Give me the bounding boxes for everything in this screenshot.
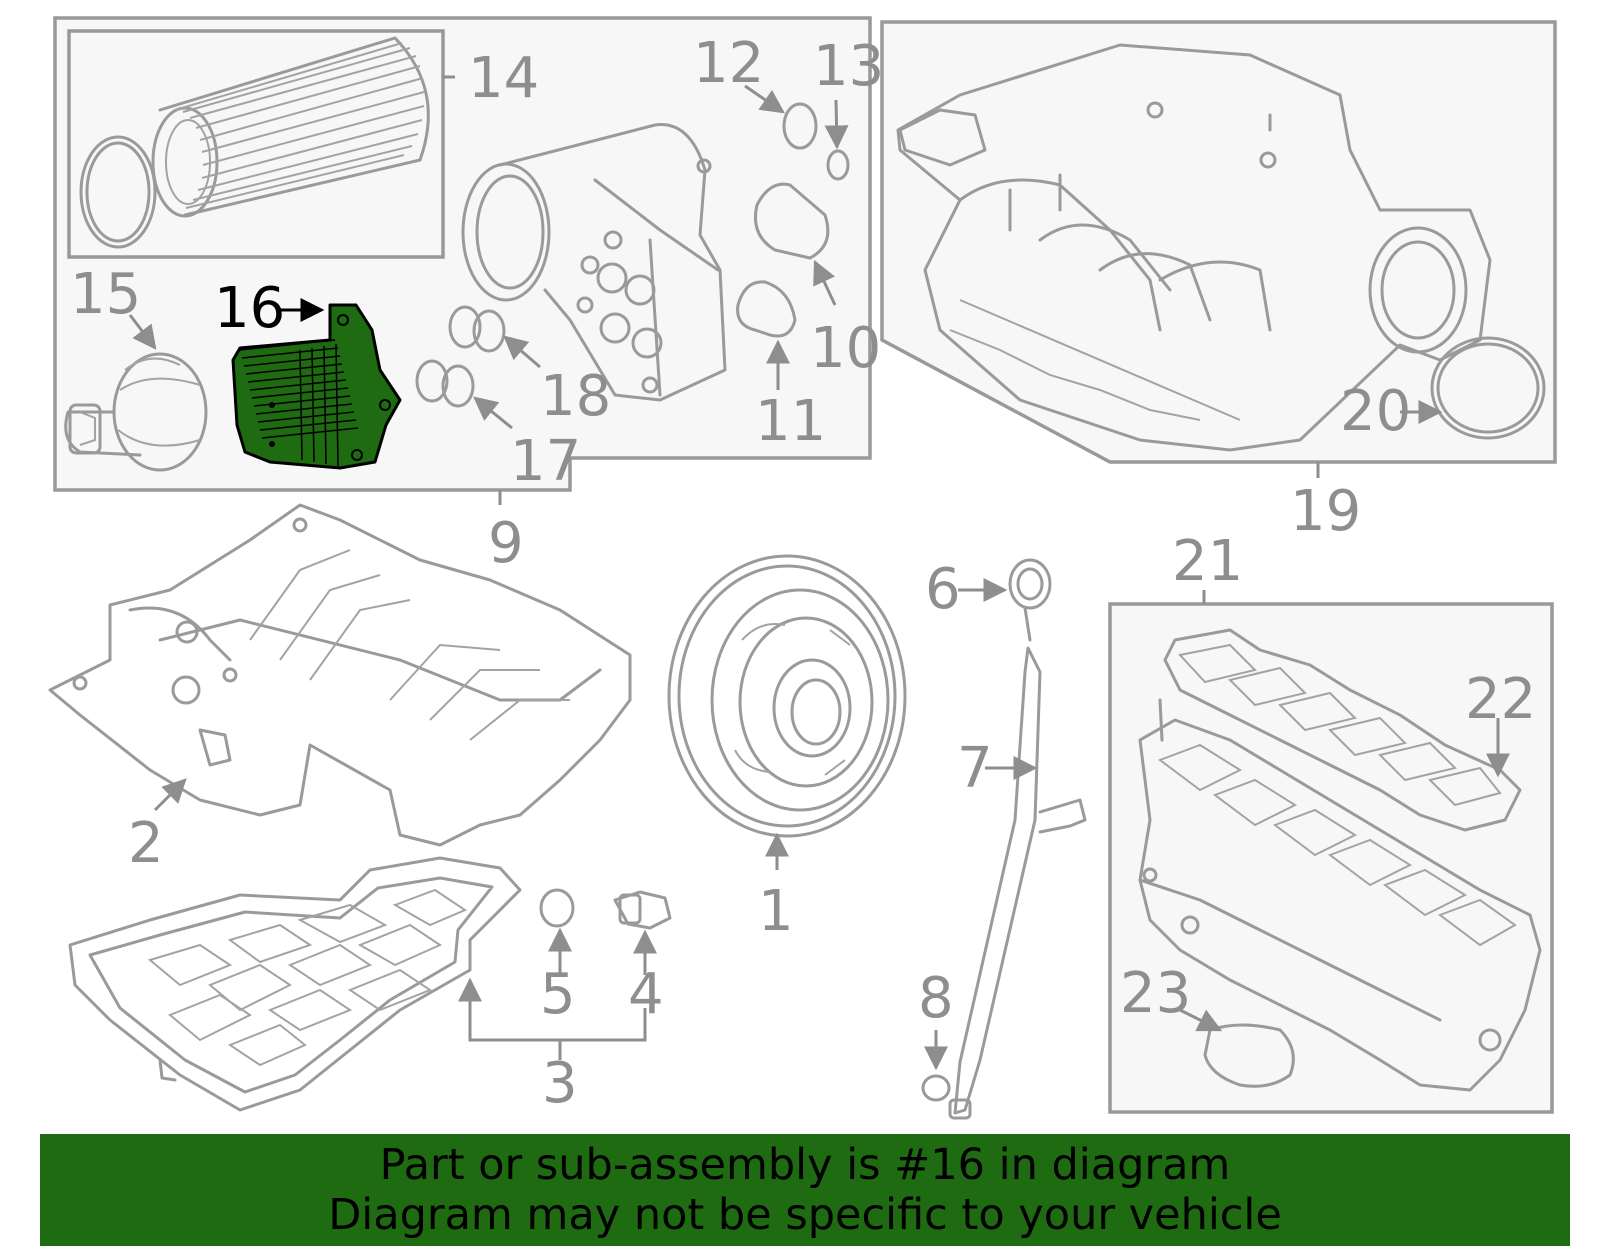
callout-8: 8 <box>918 966 954 1031</box>
callout-6: 6 <box>925 557 961 622</box>
callout-15: 15 <box>70 262 141 327</box>
gasket-10 <box>754 182 830 260</box>
drain-washer-5 <box>539 888 575 928</box>
info-banner: Part or sub-assembly is #16 in diagram D… <box>40 1134 1570 1246</box>
callout-21: 21 <box>1172 529 1243 594</box>
callout-12: 12 <box>693 31 764 96</box>
callout-1: 1 <box>758 879 794 944</box>
callout-13: 13 <box>813 34 884 99</box>
lower-intake-manifold <box>1138 698 1542 1092</box>
seal-18 <box>448 305 506 353</box>
callout-7: 7 <box>957 736 993 801</box>
callout-16: 16 <box>214 276 285 341</box>
gasket-11 <box>736 280 797 338</box>
callout-10: 10 <box>810 316 881 381</box>
lower-oil-pan <box>68 856 522 1112</box>
drain-plug-4 <box>613 890 672 930</box>
callout-9: 9 <box>488 511 524 576</box>
upper-oil-pan <box>48 503 632 847</box>
callout-4: 4 <box>628 962 664 1027</box>
oil-filter-element <box>79 36 430 249</box>
callout-23: 23 <box>1120 961 1191 1026</box>
dipstick-tube-7 <box>948 646 1087 1120</box>
leader-lines <box>128 75 1510 1071</box>
callout-18: 18 <box>540 364 611 429</box>
gasket-23 <box>1203 1023 1295 1088</box>
o-ring-12 <box>782 102 818 150</box>
banner-line-part: Part or sub-assembly is #16 in diagram <box>379 1140 1231 1190</box>
oil-filter-housing <box>461 123 727 402</box>
callout-19: 19 <box>1290 479 1361 544</box>
callout-2: 2 <box>128 811 164 876</box>
callout-5: 5 <box>540 962 576 1027</box>
o-ring-8 <box>921 1074 951 1102</box>
crankshaft-pulley <box>667 554 907 838</box>
banner-line-disclaimer: Diagram may not be specific to your vehi… <box>328 1190 1282 1240</box>
callout-3: 3 <box>542 1051 578 1116</box>
intake-gasket-22 <box>1163 628 1522 832</box>
callout-14: 14 <box>468 46 539 111</box>
callout-22: 22 <box>1465 667 1536 732</box>
callout-17: 17 <box>510 429 581 494</box>
oil-filter-cap <box>64 352 208 472</box>
callout-20: 20 <box>1340 379 1411 444</box>
group-box-19 <box>880 20 1557 464</box>
dipstick-handle-6 <box>1008 558 1052 642</box>
o-ring-13 <box>826 149 850 181</box>
group-box-21 <box>1108 602 1554 1114</box>
callout-11: 11 <box>755 389 826 454</box>
throttle-gasket-20 <box>1430 336 1546 440</box>
seal-17 <box>415 359 475 408</box>
oil-cooler-highlighted <box>231 303 402 470</box>
